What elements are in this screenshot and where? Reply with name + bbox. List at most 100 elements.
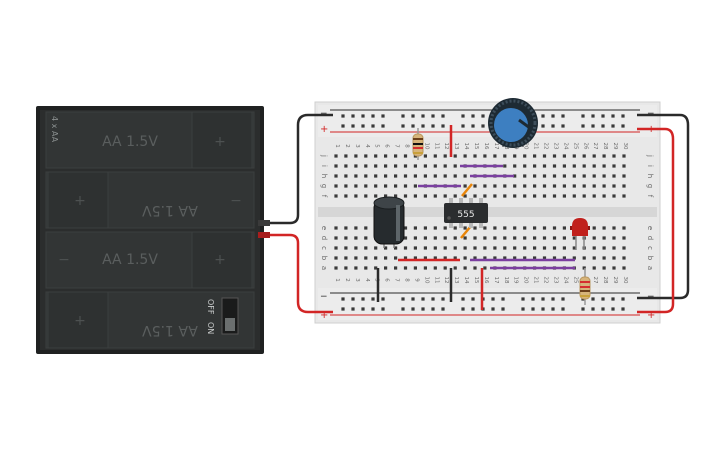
breadboard-hole[interactable] bbox=[433, 226, 437, 230]
breadboard-hole[interactable] bbox=[513, 184, 517, 188]
breadboard-hole[interactable] bbox=[503, 246, 507, 250]
breadboard-hole[interactable] bbox=[582, 174, 586, 178]
breadboard-hole[interactable] bbox=[552, 246, 557, 250]
breadboard-hole[interactable] bbox=[403, 174, 408, 178]
breadboard-hole[interactable] bbox=[493, 226, 497, 230]
breadboard-hole[interactable] bbox=[483, 246, 487, 250]
rail-hole[interactable] bbox=[441, 307, 445, 311]
rail-hole[interactable] bbox=[351, 114, 355, 118]
breadboard-hole[interactable] bbox=[542, 256, 547, 260]
rail-hole[interactable] bbox=[421, 124, 425, 128]
breadboard-hole[interactable] bbox=[552, 164, 557, 168]
rail-hole[interactable] bbox=[541, 307, 545, 311]
breadboard-hole[interactable] bbox=[473, 154, 477, 158]
breadboard-hole[interactable] bbox=[453, 256, 457, 260]
breadboard-hole[interactable] bbox=[622, 256, 626, 260]
breadboard-hole[interactable] bbox=[354, 184, 358, 188]
breadboard-hole[interactable] bbox=[433, 154, 437, 158]
breadboard-hole[interactable] bbox=[592, 154, 596, 158]
breadboard-hole[interactable] bbox=[493, 246, 497, 250]
rail-hole[interactable] bbox=[411, 307, 415, 311]
breadboard-hole[interactable] bbox=[374, 164, 378, 168]
breadboard-hole[interactable] bbox=[612, 184, 616, 188]
rail-hole[interactable] bbox=[341, 124, 345, 128]
breadboard-hole[interactable] bbox=[533, 246, 537, 250]
rail-hole[interactable] bbox=[401, 124, 405, 128]
rail-hole[interactable] bbox=[561, 114, 565, 118]
rail-hole[interactable] bbox=[621, 124, 625, 128]
breadboard-hole[interactable] bbox=[562, 226, 566, 230]
rail-hole[interactable] bbox=[481, 114, 485, 118]
breadboard-hole[interactable] bbox=[453, 236, 457, 240]
rail-hole[interactable] bbox=[461, 124, 465, 128]
rail-hole[interactable] bbox=[541, 114, 545, 118]
rail-hole[interactable] bbox=[561, 307, 565, 311]
breadboard-hole[interactable] bbox=[602, 256, 606, 260]
breadboard-hole[interactable] bbox=[394, 256, 398, 260]
breadboard-hole[interactable] bbox=[364, 164, 368, 168]
rail-hole[interactable] bbox=[471, 114, 475, 118]
breadboard-hole[interactable] bbox=[463, 184, 467, 188]
rail-hole[interactable] bbox=[481, 124, 485, 128]
breadboard-hole[interactable] bbox=[473, 184, 477, 188]
breadboard-hole[interactable] bbox=[443, 256, 447, 260]
breadboard-hole[interactable] bbox=[364, 174, 368, 178]
breadboard-hole[interactable] bbox=[413, 236, 417, 240]
rail-hole[interactable] bbox=[531, 297, 535, 301]
resistor-bottom[interactable] bbox=[579, 268, 591, 305]
rail-hole[interactable] bbox=[371, 114, 375, 118]
breadboard-hole[interactable] bbox=[344, 174, 348, 178]
breadboard-hole[interactable] bbox=[463, 226, 467, 230]
breadboard-hole[interactable] bbox=[523, 184, 527, 188]
breadboard-hole[interactable] bbox=[533, 164, 537, 168]
rail-hole[interactable] bbox=[361, 114, 365, 118]
breadboard-hole[interactable] bbox=[493, 194, 497, 198]
rail-hole[interactable] bbox=[361, 297, 365, 301]
rail-hole[interactable] bbox=[441, 114, 445, 118]
breadboard-hole[interactable] bbox=[542, 164, 547, 168]
rail-hole[interactable] bbox=[591, 297, 595, 301]
breadboard-hole[interactable] bbox=[334, 174, 338, 178]
breadboard-hole[interactable] bbox=[463, 266, 467, 270]
rail-hole[interactable] bbox=[601, 114, 605, 118]
breadboard-hole[interactable] bbox=[473, 236, 477, 240]
rail-hole[interactable] bbox=[401, 114, 405, 118]
rail-hole[interactable] bbox=[351, 297, 355, 301]
breadboard-hole[interactable] bbox=[344, 184, 348, 188]
breadboard-hole[interactable] bbox=[592, 164, 596, 168]
breadboard-hole[interactable] bbox=[602, 236, 606, 240]
breadboard-hole[interactable] bbox=[413, 266, 417, 270]
breadboard-hole[interactable] bbox=[552, 194, 557, 198]
breadboard-hole[interactable] bbox=[423, 266, 427, 270]
rail-hole[interactable] bbox=[551, 114, 555, 118]
breadboard-hole[interactable] bbox=[364, 226, 368, 230]
breadboard-hole[interactable] bbox=[433, 174, 437, 178]
breadboard-hole[interactable] bbox=[592, 246, 596, 250]
breadboard-hole[interactable] bbox=[423, 154, 427, 158]
breadboard-hole[interactable] bbox=[612, 164, 616, 168]
rail-hole[interactable] bbox=[551, 307, 555, 311]
breadboard-hole[interactable] bbox=[542, 194, 547, 198]
breadboard-hole[interactable] bbox=[433, 246, 437, 250]
breadboard-hole[interactable] bbox=[582, 194, 586, 198]
breadboard-hole[interactable] bbox=[403, 266, 408, 270]
rail-hole[interactable] bbox=[541, 297, 545, 301]
rail-hole[interactable] bbox=[381, 124, 385, 128]
breadboard-hole[interactable] bbox=[592, 226, 596, 230]
breadboard-hole[interactable] bbox=[493, 236, 497, 240]
rail-hole[interactable] bbox=[411, 297, 415, 301]
breadboard-hole[interactable] bbox=[523, 256, 527, 260]
breadboard-hole[interactable] bbox=[403, 154, 408, 158]
breadboard-hole[interactable] bbox=[503, 184, 507, 188]
rail-hole[interactable] bbox=[371, 124, 375, 128]
breadboard-hole[interactable] bbox=[413, 164, 417, 168]
breadboard-hole[interactable] bbox=[463, 256, 467, 260]
breadboard-hole[interactable] bbox=[364, 266, 368, 270]
breadboard-hole[interactable] bbox=[552, 174, 557, 178]
breadboard-hole[interactable] bbox=[493, 154, 497, 158]
breadboard-hole[interactable] bbox=[354, 256, 358, 260]
breadboard-hole[interactable] bbox=[483, 256, 487, 260]
breadboard-hole[interactable] bbox=[423, 164, 427, 168]
breadboard-hole[interactable] bbox=[403, 246, 408, 250]
breadboard-hole[interactable] bbox=[503, 194, 507, 198]
